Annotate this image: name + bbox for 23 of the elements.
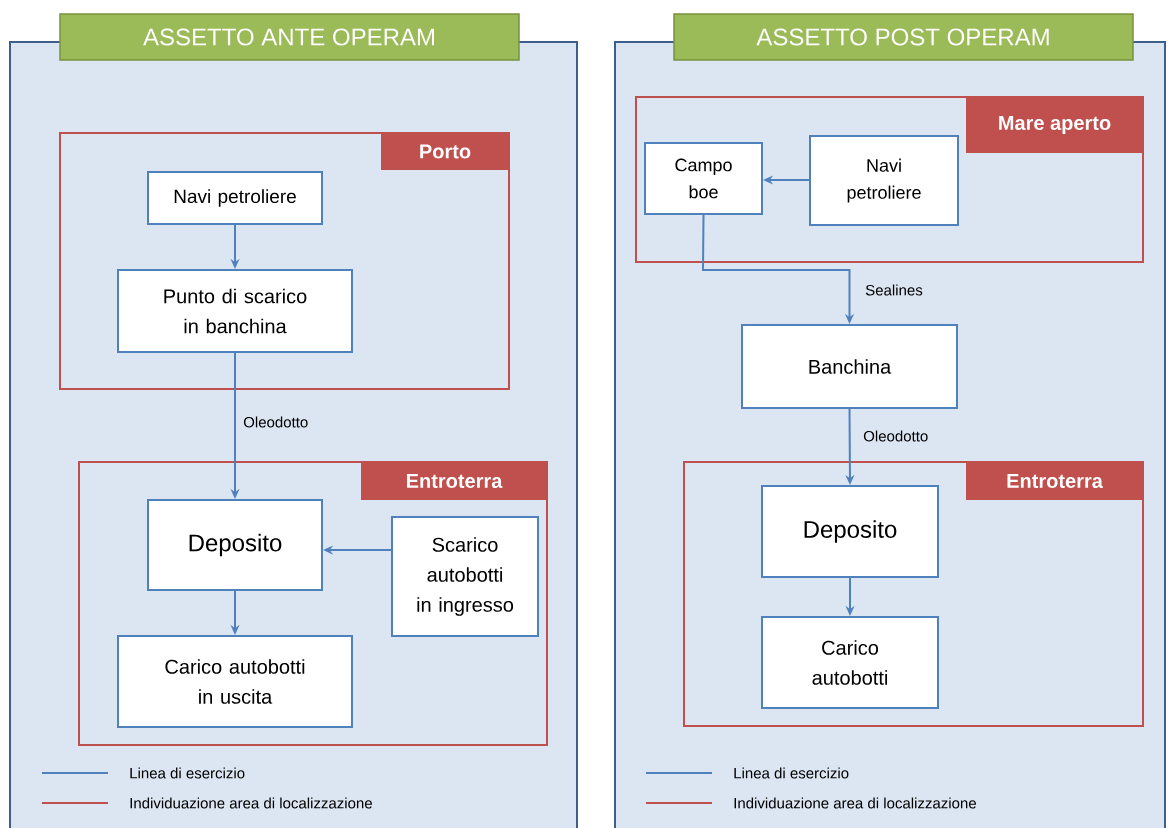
process-box: Campo boe — [644, 142, 763, 215]
header-banner: ASSETTO POST OPERAM — [673, 13, 1134, 61]
process-box: Banchina — [741, 324, 958, 409]
process-box: Scarico autobotti in ingresso — [391, 516, 539, 637]
edge-label: Sealines — [864, 283, 924, 297]
legend-text: Linea di esercizio — [734, 767, 849, 779]
process-box: Carico autobotti — [761, 616, 939, 709]
process-box: Deposito — [147, 499, 323, 591]
legend-text: Individuazione area di localizzazione — [130, 797, 372, 809]
process-box: Carico autobotti in uscita — [117, 635, 353, 728]
area-tab: Entroterra — [361, 462, 547, 500]
process-box: Navi petroliere — [809, 135, 959, 226]
area-tab: Porto — [381, 133, 509, 170]
area-tab: Entroterra — [966, 462, 1143, 500]
header-banner: ASSETTO ANTE OPERAM — [59, 13, 520, 61]
area-tab: Mare aperto — [966, 97, 1143, 153]
legend-text: Individuazione area di localizzazione — [734, 797, 976, 809]
process-box: Deposito — [761, 485, 939, 578]
process-box: Navi petroliere — [147, 171, 323, 225]
edge-label: Oleodotto — [862, 429, 930, 443]
process-box: Punto di scarico in banchina — [117, 269, 353, 353]
legend-text: Linea di esercizio — [130, 767, 245, 779]
edge-label: Oleodotto — [242, 415, 310, 429]
